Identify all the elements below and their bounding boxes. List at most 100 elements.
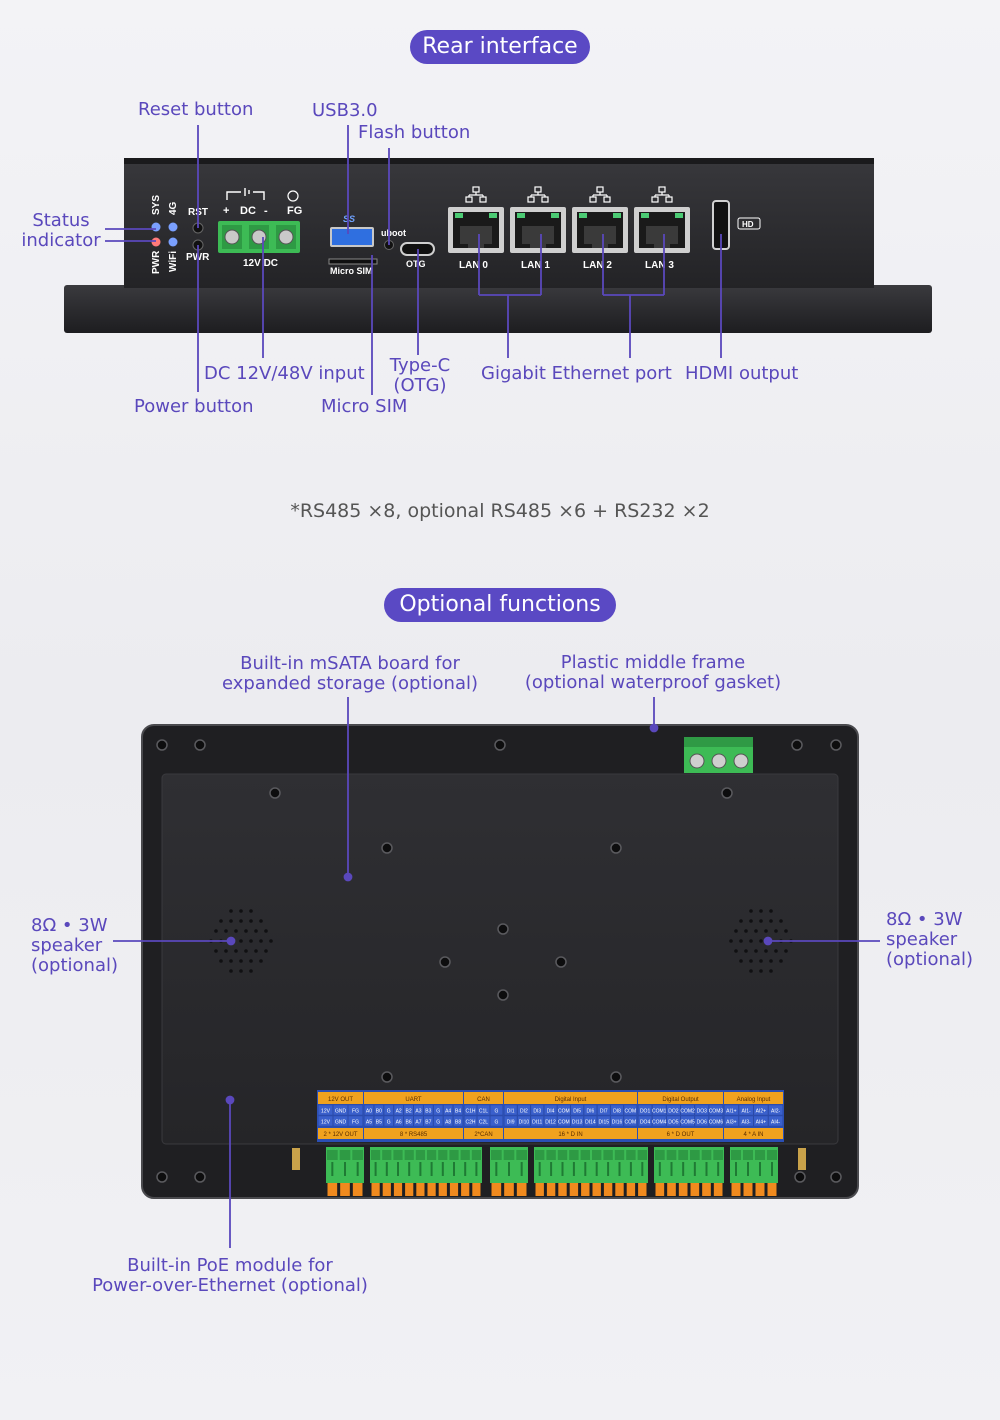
label-spk-r-line2: speaker: [886, 929, 958, 950]
io-header-1: UART: [405, 1097, 422, 1103]
label-middle-frame: Plastic middle frame (optional waterproo…: [503, 653, 803, 693]
print-sys: SYS: [151, 195, 162, 215]
optional-callout-lines: [113, 697, 880, 1248]
io-pin-label: DI14: [585, 1120, 596, 1126]
io-pin-label: AI2-: [771, 1109, 781, 1115]
io-pin-label: G: [387, 1109, 391, 1115]
label-spk-l-line2: speaker: [31, 935, 103, 956]
label-spk-r-line3: (optional): [886, 949, 973, 970]
led-sys: [151, 222, 161, 232]
print-minus: -: [264, 205, 268, 217]
lan-port-0[interactable]: [448, 207, 504, 253]
io-pin-label: DI2: [520, 1109, 528, 1115]
io-group-5: Analog InputAI1+AI1-AI2+AI2-AI3+AI3-AI4+…: [724, 1092, 783, 1139]
usb-ss-logo-icon: SS: [343, 214, 355, 224]
io-footer-0: 2 * 12V OUT: [323, 1132, 357, 1138]
label-status-line2: indicator: [21, 230, 101, 251]
label-flash-button: Flash button: [358, 122, 471, 143]
label-type-c-line2: (OTG): [393, 375, 447, 396]
label-dc-input: DC 12V/48V input: [204, 363, 365, 384]
io-pin-label: AI4-: [771, 1120, 781, 1126]
print-lan-0: LAN 0: [459, 260, 488, 271]
io-pin-label: DI13: [572, 1120, 583, 1126]
antenna-connector-left: [292, 1148, 300, 1170]
io-pin-label: AI2+: [756, 1109, 767, 1115]
print-lan-1: LAN 1: [521, 260, 550, 271]
print-hd: HD: [742, 220, 754, 229]
terminal-block-0[interactable]: [326, 1147, 364, 1196]
io-pin-label: DI15: [598, 1120, 609, 1126]
io-pin-label: COM2: [680, 1109, 695, 1115]
io-pin-label: FG: [352, 1109, 359, 1115]
label-speaker-left: 8Ω • 3W speaker (optional): [31, 916, 118, 976]
io-pin-label: COM3: [709, 1109, 724, 1115]
label-frame-line2: (optional waterproof gasket): [524, 672, 782, 693]
io-pin-label: A4: [445, 1109, 451, 1115]
io-pin-label: DI9: [507, 1120, 515, 1126]
io-pin-label: A0: [366, 1109, 372, 1115]
micro-sim-slot[interactable]: [328, 258, 378, 265]
io-pin-label: G: [436, 1120, 440, 1126]
io-header-2: CAN: [477, 1097, 490, 1103]
io-pin-label: B2: [405, 1109, 411, 1115]
print-otg: OTG: [406, 259, 426, 269]
io-pin-label: B3: [425, 1109, 431, 1115]
network-icon: [465, 186, 487, 203]
lan-port-1[interactable]: [510, 207, 566, 253]
optional-functions-title: Optional functions: [384, 588, 616, 622]
io-pin-label: DI6: [587, 1109, 595, 1115]
label-spk-l-line1: 8Ω • 3W: [31, 915, 108, 936]
print-wifi: WiFi: [168, 251, 179, 272]
terminal-block-3[interactable]: [534, 1147, 648, 1196]
dc-power-terminal[interactable]: [218, 221, 300, 253]
io-pin-label: DI7: [600, 1109, 608, 1115]
lan-port-2[interactable]: [572, 207, 628, 253]
io-pin-label: COM6: [709, 1120, 724, 1126]
led-wifi: [168, 237, 178, 247]
label-micro-sim: Micro SIM: [321, 396, 408, 417]
io-pin-label: A3: [415, 1109, 421, 1115]
io-pin-label: AI1-: [742, 1109, 752, 1115]
rear-interface-diagram: SYS 4G PWR WiFi RST PWR + DC - FG 12V DC…: [64, 125, 932, 395]
network-icon: [651, 186, 673, 203]
device-back-panel: [161, 773, 839, 1145]
frame-screws: [156, 739, 842, 1183]
label-power-button: Power button: [134, 396, 254, 417]
io-pin-label: DO1: [640, 1109, 651, 1115]
io-pin-label: COM: [558, 1109, 570, 1115]
print-fg: FG: [287, 205, 302, 217]
print-pwr: PWR: [151, 250, 162, 274]
io-footer-1: 8 * RS485: [400, 1132, 428, 1138]
io-footer-4: 6 * D OUT: [667, 1132, 695, 1138]
io-pin-label: 12V: [321, 1109, 331, 1115]
io-pin-label: GND: [335, 1120, 347, 1126]
usb3-port[interactable]: [330, 227, 374, 247]
lan-port-3[interactable]: [634, 207, 690, 253]
terminal-block-4[interactable]: [654, 1147, 724, 1196]
io-pin-label: DI10: [519, 1120, 530, 1126]
io-pin-label: C2H: [465, 1120, 475, 1126]
terminal-block-5[interactable]: [730, 1147, 778, 1196]
label-frame-line1: Plastic middle frame: [560, 652, 746, 673]
terminal-block-2[interactable]: [490, 1147, 528, 1196]
label-hdmi-output: HDMI output: [685, 363, 799, 384]
io-pin-label: COM: [625, 1120, 637, 1126]
label-poe: Built-in PoE module for Power-over-Ether…: [70, 1256, 390, 1296]
label-type-c: Type-C (OTG): [380, 356, 460, 396]
io-pin-label: G: [436, 1109, 440, 1115]
io-pin-label: B6: [405, 1120, 411, 1126]
top-terminal-block[interactable]: [684, 737, 753, 773]
io-footer-2: 2*CAN: [474, 1132, 492, 1138]
label-poe-line1: Built-in PoE module for: [127, 1255, 333, 1276]
terminal-block-1[interactable]: [370, 1147, 482, 1196]
io-pin-label: G: [387, 1120, 391, 1126]
print-lan-2: LAN 2: [583, 260, 612, 271]
io-terminal-blocks: [326, 1147, 778, 1196]
print-plus: +: [223, 205, 229, 217]
device-base-plate: [64, 285, 932, 333]
label-usb3: USB3.0: [312, 100, 378, 121]
